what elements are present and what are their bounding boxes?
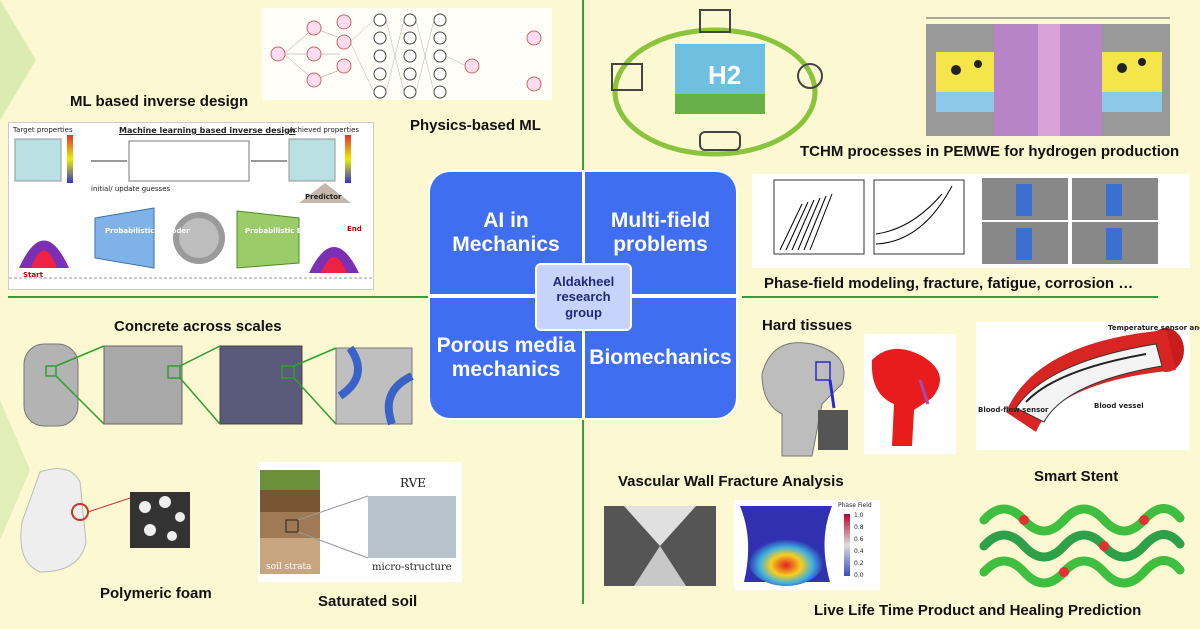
group-label: Aldakheel research group: [535, 263, 632, 331]
decorative-chevrons: [0, 0, 36, 540]
label-ml-inverse: ML based inverse design: [70, 93, 249, 110]
colorbar-tick: 1.0: [854, 512, 864, 519]
start-label: Start: [23, 271, 43, 279]
stent-graphics: [1006, 328, 1184, 432]
colorbar-tick: 0.0: [854, 572, 864, 579]
ml-inverse-panel: Target properties Achieved properties Ma…: [8, 122, 374, 290]
label-physics-ml: Physics-based ML: [410, 117, 541, 134]
predictor-label: Predictor: [305, 193, 342, 201]
smart-stent-panel: Temperature sensor and memory Blood-flow…: [976, 322, 1200, 450]
label-vascular: Vascular Wall Fracture Analysis: [618, 473, 844, 490]
phase-field-chart-graphics: [773, 178, 1158, 264]
label-concrete: Concrete across scales: [114, 318, 282, 335]
colorbar-tick: 0.2: [854, 560, 864, 567]
colorbar-tick: 0.8: [854, 524, 864, 531]
colorbar-title: Phase Field: [838, 502, 872, 509]
horizontal-divider-left: [8, 296, 428, 298]
h2-label: H2: [708, 60, 742, 90]
decoder-label: Probabilistic Decoder: [105, 227, 190, 235]
label-polymeric-foam: Polymeric foam: [100, 585, 212, 602]
end-label: End: [347, 225, 362, 233]
soil-graphics: [260, 470, 456, 574]
hard-tissues-graphic: [761, 334, 956, 457]
physics-ml-network: [262, 8, 552, 100]
achieved-properties: Achieved properties: [289, 126, 360, 134]
hydrogen-cycle-graphic: [611, 9, 823, 157]
ml-panel-title: Machine learning based inverse design: [119, 126, 296, 135]
polymeric-foam-graphic: [20, 468, 190, 573]
horizontal-divider-right: [742, 296, 1158, 298]
phase-field-result: Phase Field 1.0 0.8 0.6 0.4 0.2 0.0: [734, 500, 880, 590]
phase-field-plots: [752, 174, 1190, 268]
label-tchm: TCHM processes in PEMWE for hydrogen pro…: [800, 143, 1180, 160]
label-hard-tissues: Hard tissues: [762, 317, 853, 334]
phase-field-graphic: [740, 506, 850, 586]
ml-inverse-diagram: [9, 135, 373, 279]
rve-label: RVE: [400, 476, 427, 490]
colorbar-tick: 0.4: [854, 548, 864, 555]
initial-guesses: initial/ update guesses: [91, 185, 171, 193]
encoder-label: Probabilistic Encoder: [245, 227, 329, 235]
label-saturated-soil: Saturated soil: [318, 593, 418, 610]
temp-sensor-label: Temperature sensor and memory: [1108, 324, 1200, 332]
vascular-photo: [604, 506, 716, 586]
soil-strata-label: soil strata: [266, 562, 312, 572]
micro-structure-label: micro-structure: [372, 562, 452, 573]
label-smart-stent: Smart Stent: [1034, 468, 1119, 485]
target-properties: Target properties: [13, 126, 73, 134]
pemwe-cell-graphic: [926, 17, 1170, 136]
blood-vessel-label: Blood vessel: [1094, 402, 1144, 410]
label-live-life: Live Life Time Product and Healing Predi…: [814, 602, 1142, 619]
blood-flow-label: Blood-flow sensor: [978, 406, 1049, 414]
colorbar-tick: 0.6: [854, 536, 864, 543]
label-phase-field: Phase-field modeling, fracture, fatigue,…: [764, 275, 1134, 292]
healing-prediction-graphic: [979, 504, 1185, 588]
saturated-soil-panel: RVE soil strata micro-structure: [258, 462, 462, 582]
concrete-scales-graphic: [23, 343, 414, 427]
